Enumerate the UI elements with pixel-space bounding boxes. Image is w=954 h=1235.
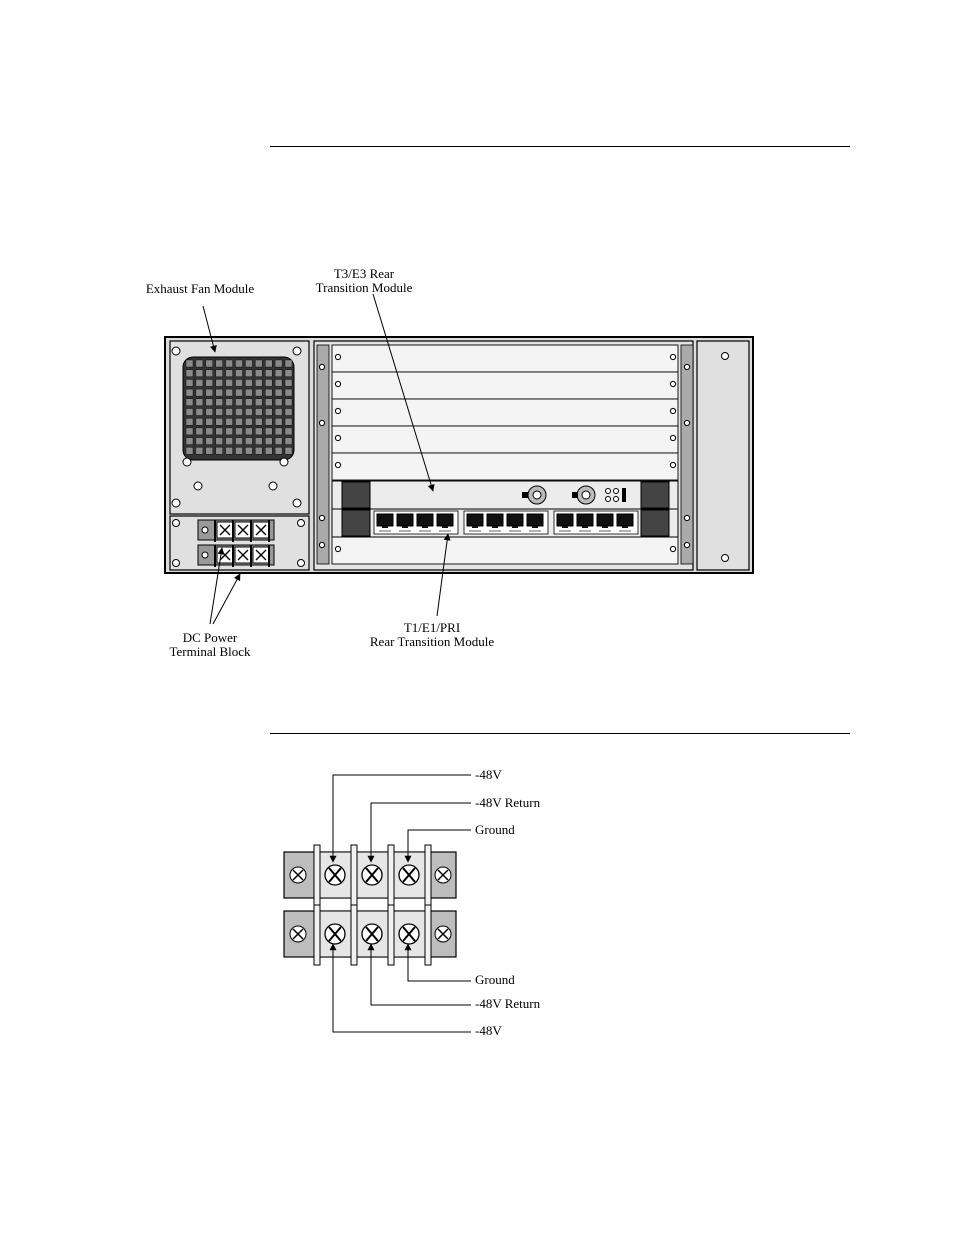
upper-terminal-block: [284, 845, 456, 905]
upper-terminal-screws: [325, 865, 419, 885]
lower-terminal-screws: [325, 924, 419, 944]
lower-terminal-block: [284, 905, 456, 965]
